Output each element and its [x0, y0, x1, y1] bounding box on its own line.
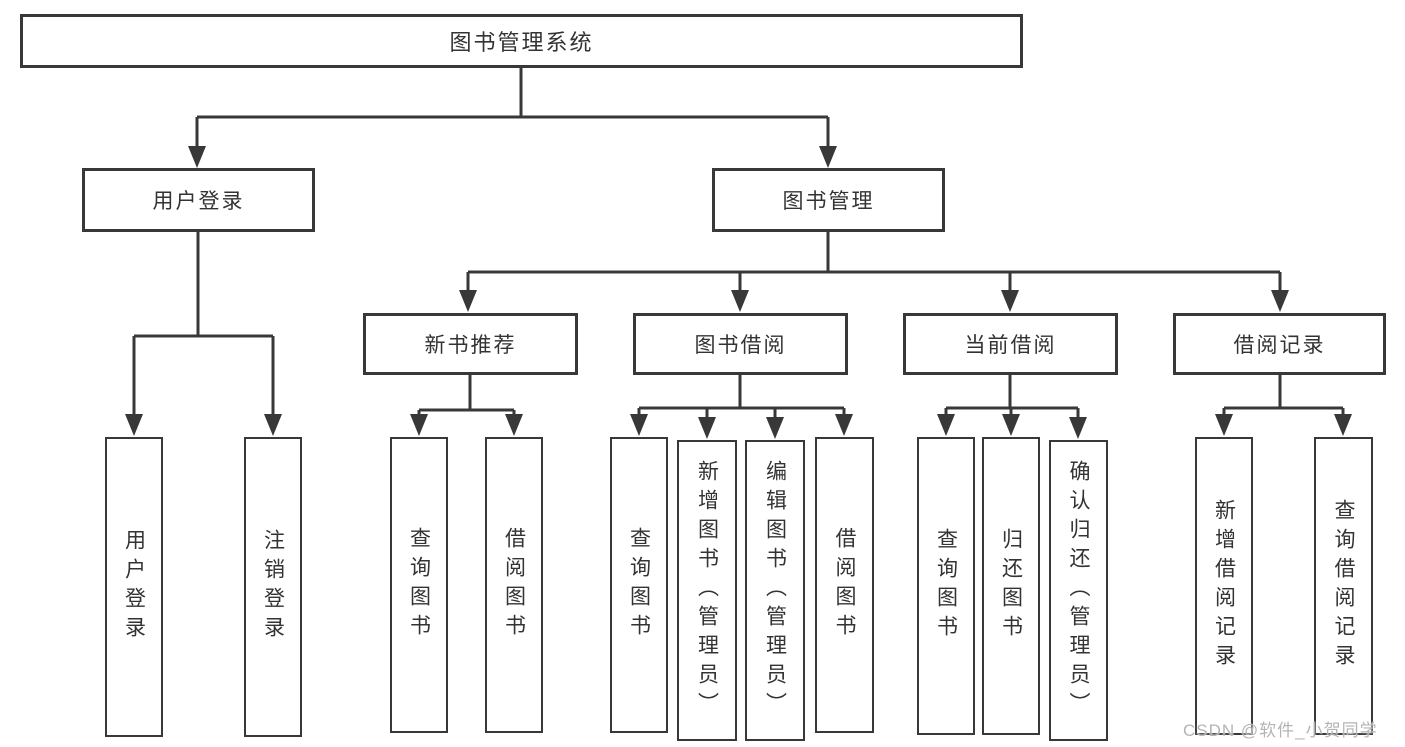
leaf-current-query-books: 查询图书 [917, 437, 975, 735]
node-root-label: 图书管理系统 [449, 30, 594, 55]
node-new-book-recommend-label: 新书推荐 [424, 334, 517, 357]
connector-new-book-children [417, 375, 516, 419]
connector-root-to-level2 [195, 68, 830, 150]
node-new-book-recommend: 新书推荐 [363, 313, 578, 375]
leaf-user-login-label: 用户登录 [122, 529, 146, 645]
connector-user-login-children [132, 232, 275, 418]
leaf-add-book-admin: 新增图书（管理员） [677, 440, 737, 741]
leaf-return-books: 归还图书 [982, 437, 1040, 735]
leaf-newrec-borrow-books: 借阅图书 [485, 437, 543, 733]
leaf-borrow-query-books-label: 查询图书 [627, 527, 651, 643]
leaf-newrec-query-books: 查询图书 [390, 437, 448, 733]
leaf-borrow-borrow-books: 借阅图书 [815, 437, 874, 733]
leaf-add-borrow-record-label: 新增借阅记录 [1212, 499, 1236, 673]
node-user-login: 用户登录 [82, 168, 315, 232]
leaf-edit-book-admin-label: 编辑图书（管理员） [763, 460, 787, 721]
leaf-return-books-label: 归还图书 [999, 528, 1023, 644]
arrowheads [125, 146, 1352, 439]
connector-book-mgmt-children [466, 232, 1282, 294]
node-book-borrow: 图书借阅 [633, 313, 848, 375]
leaf-edit-book-admin: 编辑图书（管理员） [745, 440, 805, 741]
node-book-mgmt: 图书管理 [712, 168, 945, 232]
leaf-user-login: 用户登录 [105, 437, 163, 737]
connector-current-borrow-children [944, 375, 1080, 421]
node-book-mgmt-label: 图书管理 [782, 190, 875, 213]
leaf-confirm-return-admin: 确认归还（管理员） [1049, 440, 1108, 741]
leaf-logout-label: 注销登录 [261, 529, 285, 645]
node-book-borrow-label: 图书借阅 [694, 334, 787, 357]
connector-book-borrow-children [637, 375, 846, 421]
node-current-borrow-label: 当前借阅 [964, 334, 1057, 357]
connector-borrow-record-children [1222, 375, 1345, 419]
node-borrow-record-label: 借阅记录 [1233, 334, 1326, 357]
leaf-add-book-admin-label: 新增图书（管理员） [695, 460, 719, 721]
leaf-add-borrow-record: 新增借阅记录 [1195, 437, 1253, 735]
leaf-newrec-query-books-label: 查询图书 [407, 527, 431, 643]
leaf-newrec-borrow-books-label: 借阅图书 [502, 527, 526, 643]
leaf-query-borrow-record-label: 查询借阅记录 [1332, 499, 1355, 673]
leaf-borrow-borrow-books-label: 借阅图书 [833, 527, 856, 643]
node-borrow-record: 借阅记录 [1173, 313, 1386, 375]
leaf-logout: 注销登录 [244, 437, 302, 737]
node-current-borrow: 当前借阅 [903, 313, 1118, 375]
leaf-borrow-query-books: 查询图书 [610, 437, 668, 733]
leaf-confirm-return-admin-label: 确认归还（管理员） [1067, 460, 1090, 721]
csdn-watermark: CSDN @软件_小贺同学 [1183, 721, 1378, 740]
node-root: 图书管理系统 [20, 14, 1023, 68]
leaf-query-borrow-record: 查询借阅记录 [1314, 437, 1373, 735]
node-user-login-label: 用户登录 [152, 190, 245, 213]
leaf-current-query-books-label: 查询图书 [934, 528, 958, 644]
